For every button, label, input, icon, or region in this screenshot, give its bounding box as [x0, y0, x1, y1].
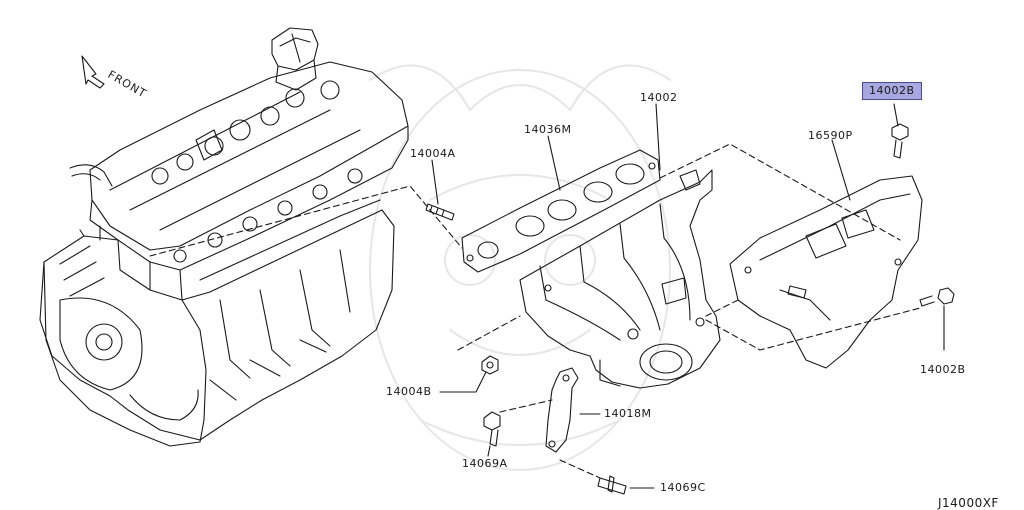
bracket-14018m [545, 367, 579, 453]
stud-14069c [597, 475, 627, 495]
bolt-shield [787, 285, 807, 299]
gasket-14036m [461, 149, 661, 273]
assembly-dashed-lines [149, 143, 921, 479]
leader-lines [431, 103, 945, 489]
bolt-14002b-right [919, 287, 955, 307]
part-label-14004b[interactable]: 14004B [386, 385, 432, 398]
part-label-14069c[interactable]: 14069C [660, 481, 706, 494]
part-label-14004a[interactable]: 14004A [410, 147, 456, 160]
exhaust-manifold-14002 [519, 169, 721, 389]
stud-14004a [425, 203, 455, 221]
part-label-14036m[interactable]: 14036M [524, 123, 572, 136]
part-label-14069a[interactable]: 14069A [462, 457, 508, 470]
diagram-code: J14000XF [938, 496, 999, 510]
part-label-16590p[interactable]: 16590P [808, 129, 853, 142]
part-label-14002b-top[interactable]: 14002B [862, 82, 922, 100]
engine-block [39, 27, 409, 447]
part-label-14018m[interactable]: 14018M [604, 407, 652, 420]
heat-shield-16590p [729, 175, 923, 369]
bolt-14069a [483, 411, 501, 447]
nut-14004b [481, 355, 499, 375]
watermark-emblem [369, 64, 671, 471]
part-label-14002[interactable]: 14002 [640, 91, 678, 104]
front-arrow-icon [81, 55, 105, 89]
part-label-14002b-right[interactable]: 14002B [920, 363, 966, 376]
bolt-14002b-top [891, 123, 909, 159]
